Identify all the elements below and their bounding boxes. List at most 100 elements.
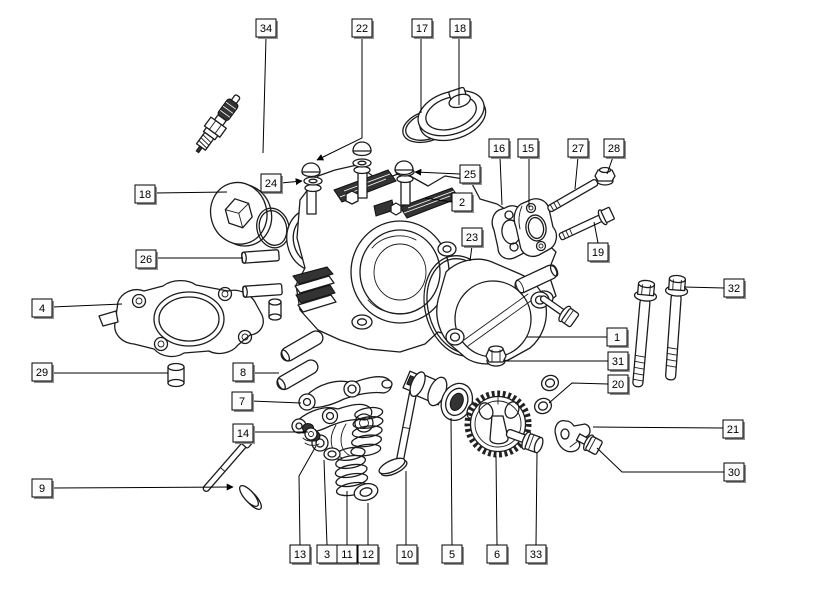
stud-bolt-drawing [547, 178, 599, 213]
leader-line [574, 156, 579, 190]
callout-box [441, 544, 463, 564]
long-bolts-drawing [632, 274, 689, 388]
leader-line [548, 382, 609, 404]
callout-box [722, 419, 744, 439]
callout-34: 34 [255, 18, 278, 154]
callout-box [255, 18, 277, 38]
callout-number: 5 [449, 549, 455, 561]
callout-number: 22 [356, 23, 368, 35]
callout-5: 5 [441, 417, 464, 565]
callout-box [351, 18, 373, 38]
leader-line [683, 286, 725, 289]
callout-box [31, 478, 53, 498]
thrust-washers-drawing [533, 374, 560, 415]
callout-18: 18 [449, 18, 472, 105]
callout-number: 12 [362, 549, 374, 561]
callout-number: 16 [493, 143, 505, 155]
callout-17: 17 [411, 18, 434, 113]
callout-13: 13 [289, 445, 317, 565]
leader-line [535, 452, 538, 546]
callout-14: 14 [232, 423, 308, 444]
callout-number: 9 [39, 483, 45, 495]
lower-spring-drawing [334, 446, 369, 497]
callout-box [232, 423, 254, 443]
leader-line [262, 36, 267, 154]
callout-number: 34 [260, 23, 272, 35]
callout-18: 18 [134, 184, 228, 205]
head-studs-nuts-drawing [301, 141, 415, 215]
leader-line [495, 455, 498, 546]
callout-1: 1 [527, 327, 629, 348]
callout-27: 27 [567, 138, 590, 190]
pushrod-tubes-drawing [276, 330, 324, 391]
callout-number: 29 [36, 367, 48, 379]
callout-number: 20 [612, 379, 624, 391]
callout-number: 1 [614, 332, 620, 344]
leader-line [450, 417, 453, 546]
callout-box [231, 391, 253, 411]
callout-box [517, 138, 539, 158]
callout-number: 30 [728, 467, 740, 479]
callout-box [587, 242, 609, 262]
cover-bolt-drawing [539, 295, 580, 328]
leader-line [593, 221, 599, 244]
callout-box [607, 351, 629, 371]
leader-line [251, 400, 302, 404]
leader-line [280, 178, 303, 186]
callout-25: 25 [414, 164, 482, 185]
callout-22: 22 [316, 18, 374, 161]
callout-23: 23 [461, 227, 484, 262]
callout-number: 2 [459, 197, 465, 209]
callout-box [606, 327, 628, 347]
leader-line [592, 426, 724, 429]
callout-26: 26 [135, 249, 243, 270]
callout-number: 24 [265, 178, 277, 190]
callout-box [723, 462, 745, 482]
callout-box [603, 138, 625, 158]
callout-11: 11 [336, 491, 359, 565]
callout-box [260, 173, 282, 193]
callout-20: 20 [548, 374, 630, 404]
leader-line [154, 191, 228, 194]
callout-box [232, 362, 254, 382]
head-gasket-drawing [98, 279, 264, 358]
leader-line [323, 459, 328, 546]
callout-number: 23 [466, 232, 478, 244]
callout-box [607, 374, 629, 394]
callout-box [488, 138, 510, 158]
callout-box [31, 362, 53, 382]
callout-3: 3 [316, 459, 339, 565]
callout-box [357, 544, 379, 564]
callout-box [567, 138, 589, 158]
callout-number: 4 [39, 303, 45, 315]
callout-number: 10 [401, 549, 413, 561]
callout-box [134, 184, 156, 204]
leader-line [499, 156, 503, 206]
callout-number: 18 [139, 189, 151, 201]
plug-oring-drawing [256, 207, 290, 249]
callout-31: 31 [504, 351, 630, 372]
callout-number: 15 [522, 143, 534, 155]
leader-line [51, 303, 123, 308]
camshaft-drawing [402, 370, 481, 421]
exhaust-valve-drawing [202, 436, 262, 510]
callout-30: 30 [596, 447, 746, 483]
callout-box [289, 544, 311, 564]
leader-line [316, 37, 363, 161]
leader-line [596, 447, 724, 473]
callout-33: 33 [525, 452, 548, 565]
callout-4: 4 [31, 298, 123, 319]
callout-number: 6 [494, 549, 500, 561]
valve-springs-drawing [350, 406, 384, 457]
callout-box [461, 227, 483, 247]
callout-number: 19 [592, 247, 604, 259]
callout-12: 12 [357, 503, 380, 565]
callout-number: 18 [454, 23, 466, 35]
leader-line [469, 245, 473, 262]
callout-15: 15 [517, 138, 540, 208]
callout-number: 31 [612, 356, 624, 368]
manifold-flange-drawing [513, 198, 558, 258]
callout-8: 8 [232, 362, 279, 383]
callout-21: 21 [592, 419, 745, 440]
